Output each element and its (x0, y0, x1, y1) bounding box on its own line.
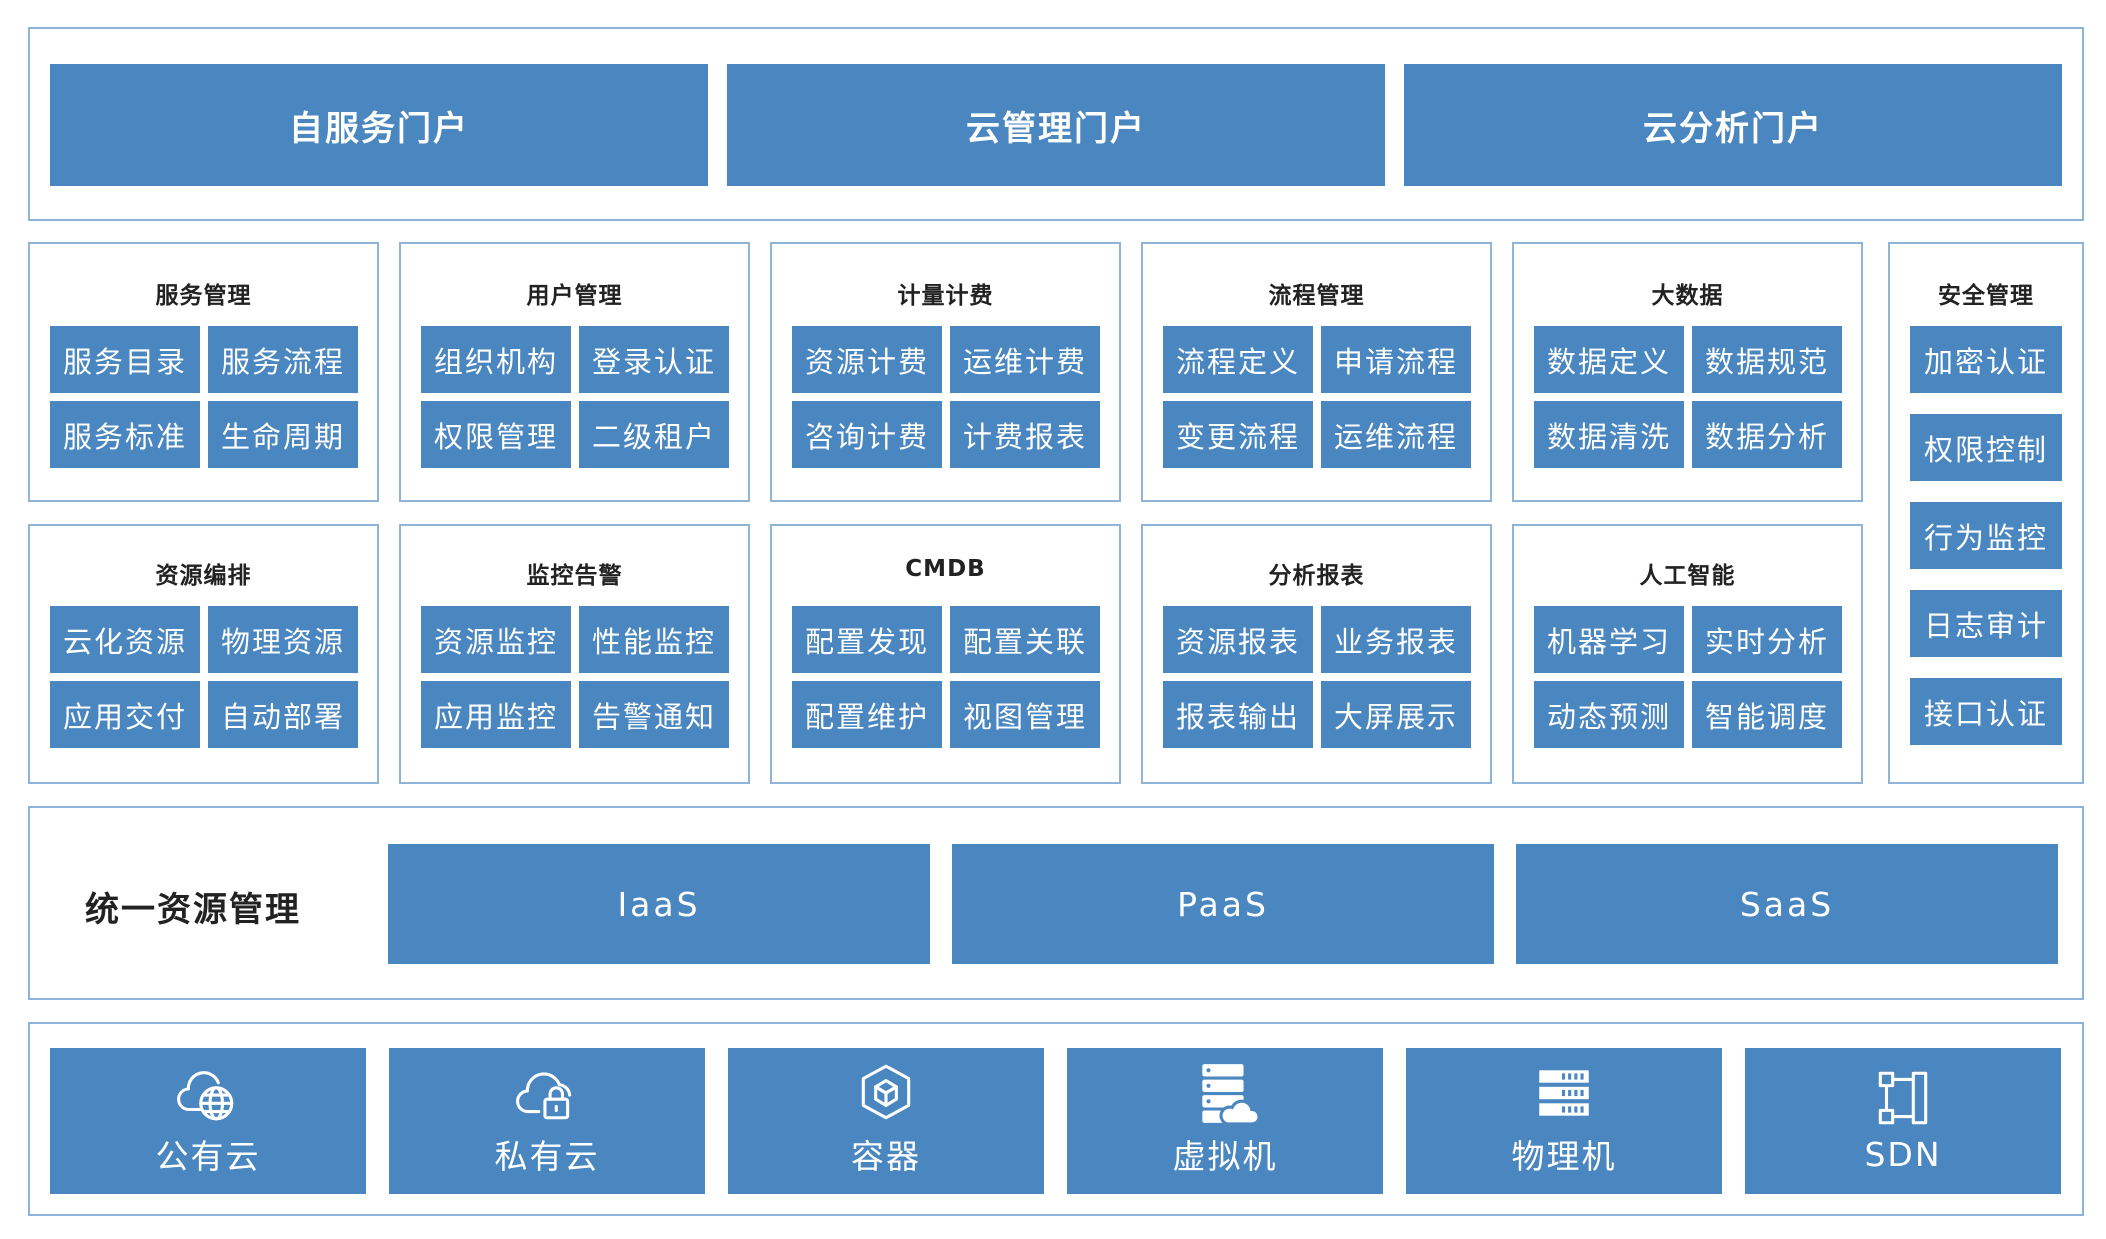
module-item[interactable]: 服务标准 (50, 401, 200, 468)
infra-container[interactable]: 容器 (728, 1048, 1044, 1194)
module-item[interactable]: 变更流程 (1163, 401, 1313, 468)
module-monitoring-alerts: 监控告警 资源监控 性能监控 应用监控 告警通知 (399, 524, 750, 784)
module-title: 服务管理 (155, 283, 252, 309)
module-item[interactable]: 数据规范 (1692, 326, 1842, 393)
infrastructure-layer: 公有云 私有云 容器 虚拟机 (28, 1022, 2084, 1216)
portal-cloud-analytics[interactable]: 云分析门户 (1404, 64, 2062, 186)
sdn-network-icon (1878, 1071, 1928, 1124)
module-title: 监控告警 (526, 563, 623, 589)
layer-paas[interactable]: PaaS (952, 844, 1494, 964)
module-item[interactable]: 资源报表 (1163, 606, 1313, 673)
module-item[interactable]: 资源计费 (792, 326, 942, 393)
module-item[interactable]: 动态预测 (1534, 681, 1684, 748)
module-item[interactable]: 服务目录 (50, 326, 200, 393)
module-item[interactable]: 运维计费 (950, 326, 1100, 393)
module-item[interactable]: 计费报表 (950, 401, 1100, 468)
infra-label: 容器 (851, 1137, 921, 1176)
module-title: 大数据 (1651, 283, 1724, 309)
infra-virtual-machine[interactable]: 虚拟机 (1067, 1048, 1383, 1194)
module-item[interactable]: 数据分析 (1692, 401, 1842, 468)
module-item[interactable]: 自动部署 (208, 681, 358, 748)
security-item[interactable]: 行为监控 (1910, 502, 2062, 569)
module-item[interactable]: 二级租户 (579, 401, 729, 468)
module-item[interactable]: 咨询计费 (792, 401, 942, 468)
module-item[interactable]: 权限管理 (421, 401, 571, 468)
module-process-management: 流程管理 流程定义 申请流程 变更流程 运维流程 (1141, 242, 1492, 502)
infra-label: 虚拟机 (1172, 1137, 1278, 1176)
module-item[interactable]: 机器学习 (1534, 606, 1684, 673)
module-security-management: 安全管理 加密认证 权限控制 行为监控 日志审计 接口认证 (1888, 242, 2084, 784)
module-item[interactable]: 视图管理 (950, 681, 1100, 748)
server-rack-icon (1539, 1070, 1589, 1116)
module-artificial-intelligence: 人工智能 机器学习 实时分析 动态预测 智能调度 (1512, 524, 1863, 784)
module-item[interactable]: 云化资源 (50, 606, 200, 673)
module-metering-billing: 计量计费 资源计费 运维计费 咨询计费 计费报表 (770, 242, 1121, 502)
layer-iaas[interactable]: IaaS (388, 844, 930, 964)
module-item[interactable]: 数据清洗 (1534, 401, 1684, 468)
module-item[interactable]: 数据定义 (1534, 326, 1684, 393)
module-title: 用户管理 (526, 283, 623, 309)
infra-private-cloud[interactable]: 私有云 (389, 1048, 705, 1194)
module-item[interactable]: 流程定义 (1163, 326, 1313, 393)
module-title: 安全管理 (1938, 283, 2034, 309)
portal-cloud-management[interactable]: 云管理门户 (727, 64, 1385, 186)
module-item[interactable]: 配置发现 (792, 606, 942, 673)
module-title: 流程管理 (1268, 283, 1365, 309)
module-item[interactable]: 报表输出 (1163, 681, 1313, 748)
layer-saas[interactable]: SaaS (1516, 844, 2058, 964)
module-item[interactable]: 运维流程 (1321, 401, 1471, 468)
module-item[interactable]: 服务流程 (208, 326, 358, 393)
module-item[interactable]: 实时分析 (1692, 606, 1842, 673)
server-cloud-icon (1202, 1064, 1258, 1126)
module-item[interactable]: 大屏展示 (1321, 681, 1471, 748)
module-analytics-reports: 分析报表 资源报表 业务报表 报表输出 大屏展示 (1141, 524, 1492, 784)
module-item[interactable]: 资源监控 (421, 606, 571, 673)
security-item[interactable]: 日志审计 (1910, 590, 2062, 657)
unified-resource-title: 统一资源管理 (85, 890, 301, 930)
module-item[interactable]: 登录认证 (579, 326, 729, 393)
module-service-management: 服务管理 服务目录 服务流程 服务标准 生命周期 (28, 242, 379, 502)
module-item[interactable]: 申请流程 (1321, 326, 1471, 393)
infra-sdn[interactable]: SDN (1745, 1048, 2061, 1194)
module-title: 人工智能 (1639, 563, 1736, 589)
module-item[interactable]: 配置关联 (950, 606, 1100, 673)
portal-self-service[interactable]: 自服务门户 (50, 64, 708, 186)
infra-label: 公有云 (155, 1137, 261, 1176)
module-title: 资源编排 (155, 563, 252, 589)
infra-label: SDN (1864, 1134, 1942, 1174)
infra-label: 私有云 (494, 1137, 600, 1176)
module-item[interactable]: 性能监控 (579, 606, 729, 673)
module-user-management: 用户管理 组织机构 登录认证 权限管理 二级租户 (399, 242, 750, 502)
infra-public-cloud[interactable]: 公有云 (50, 1048, 366, 1194)
module-item[interactable]: 生命周期 (208, 401, 358, 468)
module-item[interactable]: 应用交付 (50, 681, 200, 748)
security-item[interactable]: 接口认证 (1910, 678, 2062, 745)
module-title: CMDB (905, 556, 986, 582)
infra-label: 物理机 (1511, 1137, 1617, 1176)
cloud-globe-icon (177, 1071, 234, 1121)
module-item[interactable]: 智能调度 (1692, 681, 1842, 748)
portal-layer: 自服务门户 云管理门户 云分析门户 (28, 27, 2084, 221)
module-resource-orchestration: 资源编排 云化资源 物理资源 应用交付 自动部署 (28, 524, 379, 784)
module-item[interactable]: 应用监控 (421, 681, 571, 748)
infra-physical-machine[interactable]: 物理机 (1406, 1048, 1722, 1194)
module-cmdb: CMDB 配置发现 配置关联 配置维护 视图管理 (770, 524, 1121, 784)
module-item[interactable]: 告警通知 (579, 681, 729, 748)
cloud-lock-icon (516, 1072, 572, 1120)
module-item[interactable]: 业务报表 (1321, 606, 1471, 673)
module-big-data: 大数据 数据定义 数据规范 数据清洗 数据分析 (1512, 242, 1863, 502)
module-title: 分析报表 (1268, 563, 1365, 589)
security-item[interactable]: 加密认证 (1910, 326, 2062, 393)
module-title: 计量计费 (897, 283, 994, 309)
container-cube-icon (861, 1064, 911, 1120)
module-item[interactable]: 物理资源 (208, 606, 358, 673)
module-item[interactable]: 配置维护 (792, 681, 942, 748)
module-item[interactable]: 组织机构 (421, 326, 571, 393)
unified-resource-layer: 统一资源管理 IaaS PaaS SaaS (28, 806, 2084, 1000)
security-item[interactable]: 权限控制 (1910, 414, 2062, 481)
